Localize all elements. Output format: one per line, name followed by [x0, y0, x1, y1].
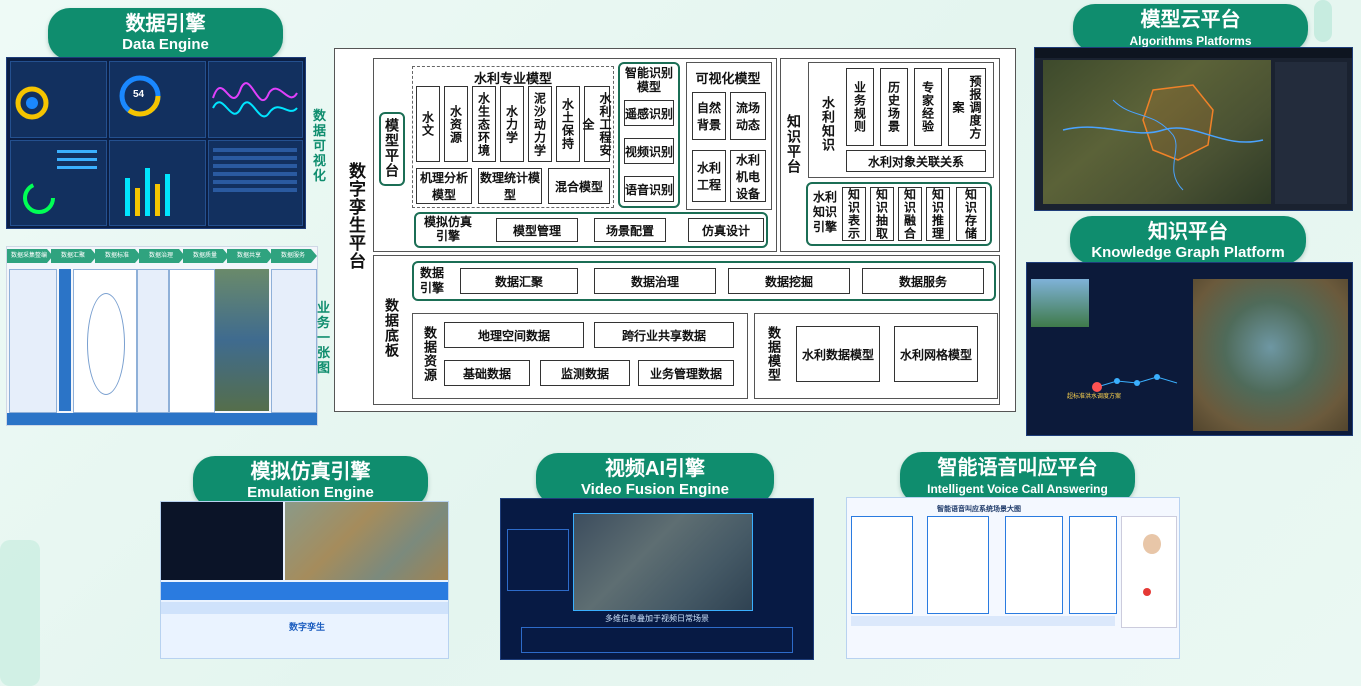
voice-platform-title: 智能语音叫应平台 Intelligent Voice Call Answerin…	[900, 452, 1135, 504]
knowledge-engine-item: 知识融合	[898, 187, 922, 241]
model-item: 水土保持	[556, 86, 580, 162]
ai-models-title: 智能识别模型	[624, 66, 673, 94]
ai-model-item: 视频识别	[624, 138, 674, 164]
model-item: 水利工程安全	[581, 86, 612, 162]
model-type: 数理统计模型	[478, 168, 542, 204]
ai-models-group	[618, 62, 680, 208]
vis-model-item: 水利机电设备	[730, 150, 766, 202]
ai-model-item: 语音识别	[624, 176, 674, 202]
ai-model-item: 遥感识别	[624, 100, 674, 126]
data-resource-item: 业务管理数据	[638, 360, 734, 386]
water-knowledge-group	[808, 62, 994, 178]
data-engine-item: 数据治理	[594, 268, 716, 294]
model-platform-box	[379, 112, 405, 186]
data-base-label: 数据底板	[384, 298, 400, 358]
data-resource-item: 基础数据	[444, 360, 530, 386]
platform-title: 数字孪生平台	[346, 162, 365, 270]
knowledge-platform-region	[780, 58, 1000, 252]
decor-bar-left	[0, 540, 40, 686]
donut-value: 54	[133, 89, 145, 100]
vis-models-group	[686, 62, 772, 210]
data-engine-title: 数据引擎 Data Engine	[48, 8, 283, 60]
knowledge-graph-screenshot: 超标准洪水调度方案	[1026, 262, 1353, 436]
data-resource-item: 监测数据	[540, 360, 630, 386]
model-platform-region	[373, 58, 777, 252]
video-engine-title: 视频AI引擎 Video Fusion Engine	[536, 453, 774, 505]
video-caption: 多维信息叠加于视频日常场景	[605, 614, 709, 623]
knowledge-engine-title: 水利知识引擎	[812, 190, 837, 234]
vis-model-item: 水利工程	[692, 150, 726, 202]
data-engine-group	[412, 261, 996, 301]
knowledge-engine-item: 知识推理	[926, 187, 950, 241]
knowledge-engine-item: 知识表示	[842, 187, 866, 241]
data-model-title: 数据模型	[766, 326, 781, 382]
data-resource-item: 地理空间数据	[444, 322, 584, 348]
vis-models-title: 可视化模型	[695, 71, 761, 86]
business-map-side-label: 业务一张图	[316, 300, 330, 375]
knowledge-engine-item: 知识存储	[956, 187, 986, 241]
model-cloud-screenshot	[1034, 47, 1353, 211]
sim-engine-group	[414, 212, 768, 248]
data-model-item: 水利数据模型	[796, 326, 880, 382]
pipeline-step: 数据汇聚	[60, 253, 85, 259]
emulation-screenshot: 数字孪生	[160, 501, 449, 659]
water-models-title: 水利专业模型	[473, 71, 552, 86]
data-engine-item: 数据汇聚	[460, 268, 578, 294]
emulation-engine-title: 模拟仿真引擎 Emulation Engine	[193, 456, 428, 508]
data-resources-group	[412, 313, 748, 399]
water-models-group	[412, 66, 614, 208]
sim-engine-item: 场景配置	[594, 218, 666, 242]
model-type: 机理分析模型	[416, 168, 472, 204]
water-knowledge-title: 水利知识	[820, 96, 835, 152]
decor-bar-top-right	[1314, 0, 1332, 42]
sim-engine-item: 仿真设计	[688, 218, 764, 242]
data-engine-item: 数据挖掘	[728, 268, 850, 294]
model-platform-label: 模型平台	[384, 118, 400, 178]
vis-model-item: 流场动态	[730, 92, 766, 140]
knowledge-item: 业务规则	[846, 68, 874, 146]
knowledge-graph-title: 知识平台 Knowledge Graph Platform	[1070, 216, 1306, 264]
data-model-item: 水利网格模型	[894, 326, 978, 382]
data-resource-item: 跨行业共享数据	[594, 322, 734, 348]
pipeline-step: 数据服务	[280, 253, 305, 259]
knowledge-engine-group	[806, 182, 992, 246]
data-engine-screenshot: 54	[6, 57, 306, 229]
pipeline-step: 数据采集整编	[10, 253, 47, 259]
knowledge-item: 预报调度方案	[948, 68, 986, 146]
pipeline-step: 数据标准	[104, 253, 129, 259]
sim-engine-title: 模拟仿真引擎	[423, 215, 472, 243]
voice-screenshot: 智能语音叫应系统场景大图	[846, 497, 1180, 659]
pipeline-step: 数据共享	[236, 253, 261, 259]
video-screenshot: 多维信息叠加于视频日常场景	[500, 498, 814, 660]
data-resources-title: 数据资源	[422, 326, 437, 382]
model-type: 混合模型	[548, 168, 610, 204]
knowledge-platform-label: 知识平台	[786, 114, 802, 174]
pipeline-step: 数据质量	[192, 253, 217, 259]
data-engine-item: 数据服务	[862, 268, 984, 294]
vis-model-item: 自然背景	[692, 92, 726, 140]
model-cloud-title: 模型云平台 Algorithms Platforms	[1073, 4, 1308, 52]
data-visual-side-label: 数据可视化	[312, 108, 326, 183]
emulation-logo-text: 数字孪生	[289, 622, 326, 632]
pipeline-step: 数据治理	[148, 253, 173, 259]
knowledge-node-label: 超标准洪水调度方案	[1067, 394, 1122, 400]
sim-engine-item: 模型管理	[496, 218, 578, 242]
data-engine-title: 数据引擎	[419, 266, 444, 295]
model-item: 泥沙动力学	[528, 86, 552, 162]
data-model-group	[754, 313, 998, 399]
knowledge-item: 专家经验	[914, 68, 942, 146]
model-item: 水力学	[500, 86, 524, 162]
knowledge-item: 历史场景	[880, 68, 908, 146]
data-base-region	[373, 255, 1000, 405]
model-item: 水生态环境	[472, 86, 496, 162]
model-item: 水资源	[444, 86, 468, 162]
model-item: 水文	[416, 86, 440, 162]
voice-screen-title: 智能语音叫应系统场景大图	[937, 506, 1021, 513]
knowledge-engine-item: 知识抽取	[870, 187, 894, 241]
business-map-screenshot: 数据采集整编 数据汇聚 数据标准 数据治理 数据质量 数据共享 数据服务	[6, 246, 318, 426]
knowledge-relation: 水利对象关联关系	[846, 150, 986, 172]
